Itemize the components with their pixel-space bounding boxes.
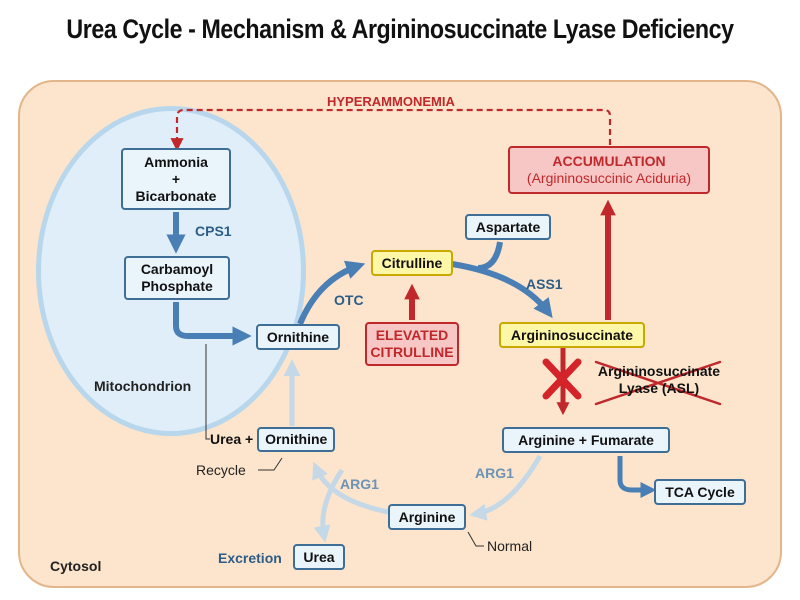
tca-cycle-box: TCA Cycle	[654, 479, 746, 505]
elevated-citrulline-box: ELEVATED CITRULLINE	[365, 322, 459, 366]
ornithine-box: Ornithine	[256, 324, 340, 350]
arrow-carbamoyl-to-ornithine	[173, 302, 252, 346]
citrulline-alert-text: CITRULLINE	[370, 344, 454, 360]
recycled-ornithine-box: Ornithine	[257, 426, 336, 452]
arrow-fumarate-to-tca	[617, 456, 657, 499]
arginine-fumarate-box: Arginine + Fumarate	[502, 427, 670, 453]
cytosol-label: Cytosol	[50, 558, 102, 574]
mitochondrion-leader-line	[205, 344, 210, 440]
blocked-enzyme-label: Argininosuccinate Lyase (ASL)	[584, 363, 734, 397]
block-x-icon	[542, 358, 582, 400]
arrow-citrulline-to-argininosuccinate	[451, 261, 553, 319]
arrow-to-urea-excretion	[313, 468, 345, 543]
urea-plus-text: Urea +	[210, 430, 258, 447]
recycle-label: Recycle	[196, 462, 246, 478]
citrulline-box: Citrulline	[371, 250, 453, 276]
carbamoyl-text: Carbamoyl	[140, 261, 214, 277]
accumulation-subtitle: (Argininosuccinic Aciduria)	[526, 170, 692, 186]
blocked-enzyme-line2: Lyase (ASL)	[618, 380, 700, 396]
hyperammonemia-feedback-arrow	[170, 108, 612, 152]
arginine-box: Arginine	[388, 504, 466, 530]
mitochondrion-label: Mitochondrion	[94, 378, 192, 394]
aspartate-box: Aspartate	[465, 214, 551, 240]
urea-box: Urea	[293, 544, 345, 570]
phosphate-text: Phosphate	[141, 278, 213, 294]
blocked-enzyme-line1: Argininosuccinate	[597, 363, 721, 379]
normal-label: Normal	[487, 538, 533, 554]
arrow-ornithine-to-citrulline	[297, 260, 366, 326]
hyperammonemia-label: HYPERAMMONEMIA	[325, 94, 457, 109]
carbamoyl-phosphate-box: Carbamoyl Phosphate	[124, 256, 230, 300]
plus-text: +	[171, 170, 181, 187]
argininosuccinate-box: Argininosuccinate	[499, 322, 645, 348]
arrow-arginine-to-urea-ornithine	[312, 461, 389, 515]
accumulation-title: ACCUMULATION	[552, 153, 666, 169]
arrow-aspartate-joins	[477, 241, 503, 271]
ass1-enzyme-label: ASS1	[526, 276, 563, 292]
elevated-text: ELEVATED	[375, 327, 449, 343]
cps1-enzyme-label: CPS1	[195, 223, 232, 239]
ammonia-bicarbonate-box: Ammonia + Bicarbonate	[121, 148, 231, 210]
urea-ornithine-group: Urea + Ornithine	[210, 426, 346, 452]
normal-leader-line	[467, 531, 484, 547]
arg1-enzyme-label-left: ARG1	[340, 476, 379, 492]
page-title: Urea Cycle - Mechanism & Argininosuccina…	[66, 14, 734, 44]
arg1-enzyme-label-right: ARG1	[475, 465, 514, 481]
excretion-label: Excretion	[218, 550, 282, 566]
otc-enzyme-label: OTC	[334, 292, 364, 308]
recycle-leader-line	[258, 457, 283, 471]
ammonia-text: Ammonia	[144, 153, 208, 170]
arrow-arginine-fumarate-to-arginine	[469, 454, 543, 521]
accumulation-box: ACCUMULATION (Argininosuccinic Aciduria)	[508, 146, 710, 194]
bicarbonate-text: Bicarbonate	[135, 187, 217, 204]
enzyme-strike-icon	[594, 360, 722, 406]
